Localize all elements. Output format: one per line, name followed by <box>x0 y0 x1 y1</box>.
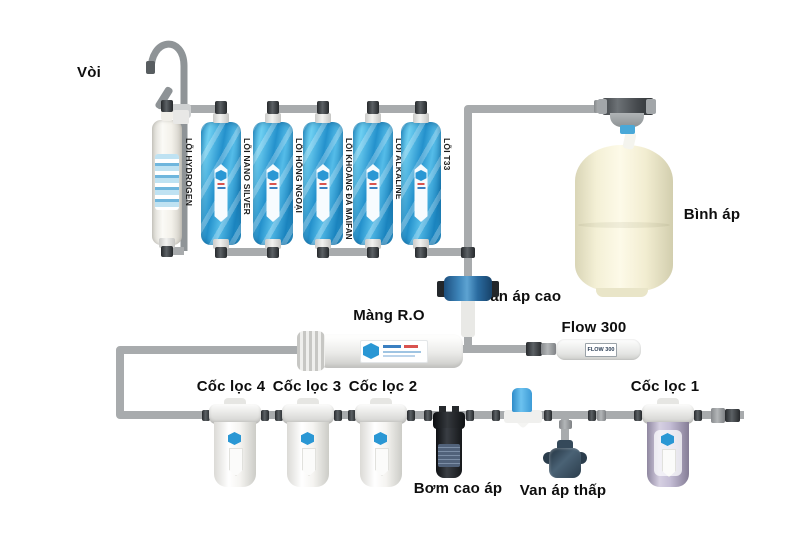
high-pressure-valve-label: Van áp cao <box>480 288 562 305</box>
brand-hexagon-icon <box>374 432 387 445</box>
high-pressure-pump <box>436 428 462 478</box>
brand-hexagon-icon <box>228 432 241 445</box>
filter-cup-3-label: Cốc lọc 3 <box>272 378 342 395</box>
filter-housing-cap <box>209 404 261 424</box>
filter-cartridge-t33 <box>401 122 441 245</box>
valve-end-nut <box>437 281 448 297</box>
cartridge-sticker <box>266 164 280 222</box>
cartridge-label-band <box>155 154 179 210</box>
ro-membrane-sticker <box>360 340 428 363</box>
brand-hexagon-icon <box>301 432 314 445</box>
cartridge-sticker <box>366 164 380 222</box>
filter-housing-cap <box>642 404 694 424</box>
cartridge-collar <box>365 113 381 123</box>
valve-to-membrane-pipe <box>461 299 475 337</box>
elbow-fitting <box>317 101 329 114</box>
check-valve-blue-cap <box>512 388 532 412</box>
brand-hexagon-icon <box>363 343 379 359</box>
elbow-fitting <box>161 246 173 257</box>
high-pressure-valve <box>444 276 492 301</box>
cartridge-collar <box>315 239 331 249</box>
low-pressure-valve <box>549 448 581 478</box>
filter-cup-2-label: Cốc lọc 2 <box>348 378 418 395</box>
filter-cartridge-khoang-da-maifan <box>303 122 343 245</box>
cartridge-label: LÕI ALKALINE <box>394 138 404 200</box>
filter-cartridge-alkaline <box>353 122 393 245</box>
filter-cartridge-hong-ngoai <box>253 122 293 245</box>
brand-hexagon-icon <box>215 170 227 181</box>
tank-valve-adapter <box>610 113 644 127</box>
valve-end-cap <box>646 99 656 114</box>
cartridge-collar <box>159 238 175 248</box>
elbow-fitting <box>367 101 379 114</box>
faucet-label: Vòi <box>77 64 101 81</box>
elbow-fitting <box>415 247 427 258</box>
tank-base <box>596 288 648 297</box>
cartridge-label: LÕI T33 <box>442 138 452 171</box>
elbow-fitting <box>267 247 279 258</box>
cartridge-collar <box>413 239 429 249</box>
cartridge-label: LÕI HỒNG NGOẠI <box>294 138 304 214</box>
brand-hexagon-icon <box>267 170 279 181</box>
brand-hexagon-icon <box>415 170 427 181</box>
cartridge-label: LÕI HYDROGEN <box>184 138 194 207</box>
filter-housing-cap <box>355 404 407 424</box>
faucet-pipe <box>147 40 188 251</box>
elbow-fitting <box>215 247 227 258</box>
valve-end-cap <box>598 99 607 114</box>
pressure-tank-label: Bình áp <box>683 206 741 223</box>
brand-hexagon-icon <box>661 433 674 446</box>
tee-fitting-body <box>504 410 542 423</box>
tee-fitting <box>461 247 475 258</box>
low-pressure-valve-label: Van áp thấp <box>519 482 607 499</box>
flow-device-text: FLOW 300 <box>585 343 617 357</box>
cartridge-label: LÕI NANO SILVER <box>242 138 252 215</box>
tank-seam <box>578 222 670 228</box>
cartridge-sticker <box>214 164 228 222</box>
filter-cartridge-hydrogen <box>152 120 182 245</box>
elbow-fitting <box>215 101 227 114</box>
ro-membrane-cap <box>297 331 325 371</box>
end-connector <box>725 409 740 422</box>
tank-ball-valve <box>602 98 654 115</box>
cartridge-sticker <box>414 164 428 222</box>
elbow-fitting <box>317 247 329 258</box>
valve-end-nut <box>488 281 499 297</box>
cartridge-label: LÕI KHOÁNG ĐÁ MAIFAN <box>344 138 353 240</box>
pump-label: Bơm cao áp <box>413 480 503 497</box>
brand-hexagon-icon <box>317 170 329 181</box>
flow-inlet-fitting <box>541 343 556 355</box>
elbow-fitting <box>415 101 427 114</box>
end-connector <box>711 408 725 423</box>
ro-membrane-label: Màng R.O <box>353 307 425 324</box>
flow-restrictor-device: FLOW 300 <box>556 339 641 360</box>
pump-head <box>433 412 465 429</box>
flow-inlet-fitting <box>526 342 542 356</box>
cartridge-sticker <box>316 164 330 222</box>
filter-housing-cap <box>282 404 334 424</box>
filter-cartridge-nano-silver <box>201 122 241 245</box>
elbow-fitting <box>161 100 173 112</box>
cartridge-collar <box>213 113 229 123</box>
elbow-fitting <box>267 101 279 114</box>
cartridge-collar <box>365 239 381 249</box>
pump-label-band <box>438 444 460 467</box>
low-pressure-valve-stem <box>557 440 573 451</box>
flow-restrictor-label: Flow 300 <box>561 319 627 336</box>
elbow-fitting <box>367 247 379 258</box>
filter-cup-4-label: Cốc lọc 4 <box>196 378 266 395</box>
cartridge-collar <box>265 239 281 249</box>
cartridge-collar <box>413 113 429 123</box>
cartridge-collar <box>265 113 281 123</box>
faucet-body <box>173 110 189 124</box>
cartridge-collar <box>315 113 331 123</box>
pressure-tank <box>575 145 673 291</box>
cartridge-neck <box>161 109 173 121</box>
faucet-spout-tip <box>146 61 155 74</box>
brand-hexagon-icon <box>367 170 379 181</box>
filter-cup-1-label: Cốc lọc 1 <box>630 378 700 395</box>
cartridge-collar <box>213 239 229 249</box>
tank-valve-blue-fitting <box>620 125 635 134</box>
